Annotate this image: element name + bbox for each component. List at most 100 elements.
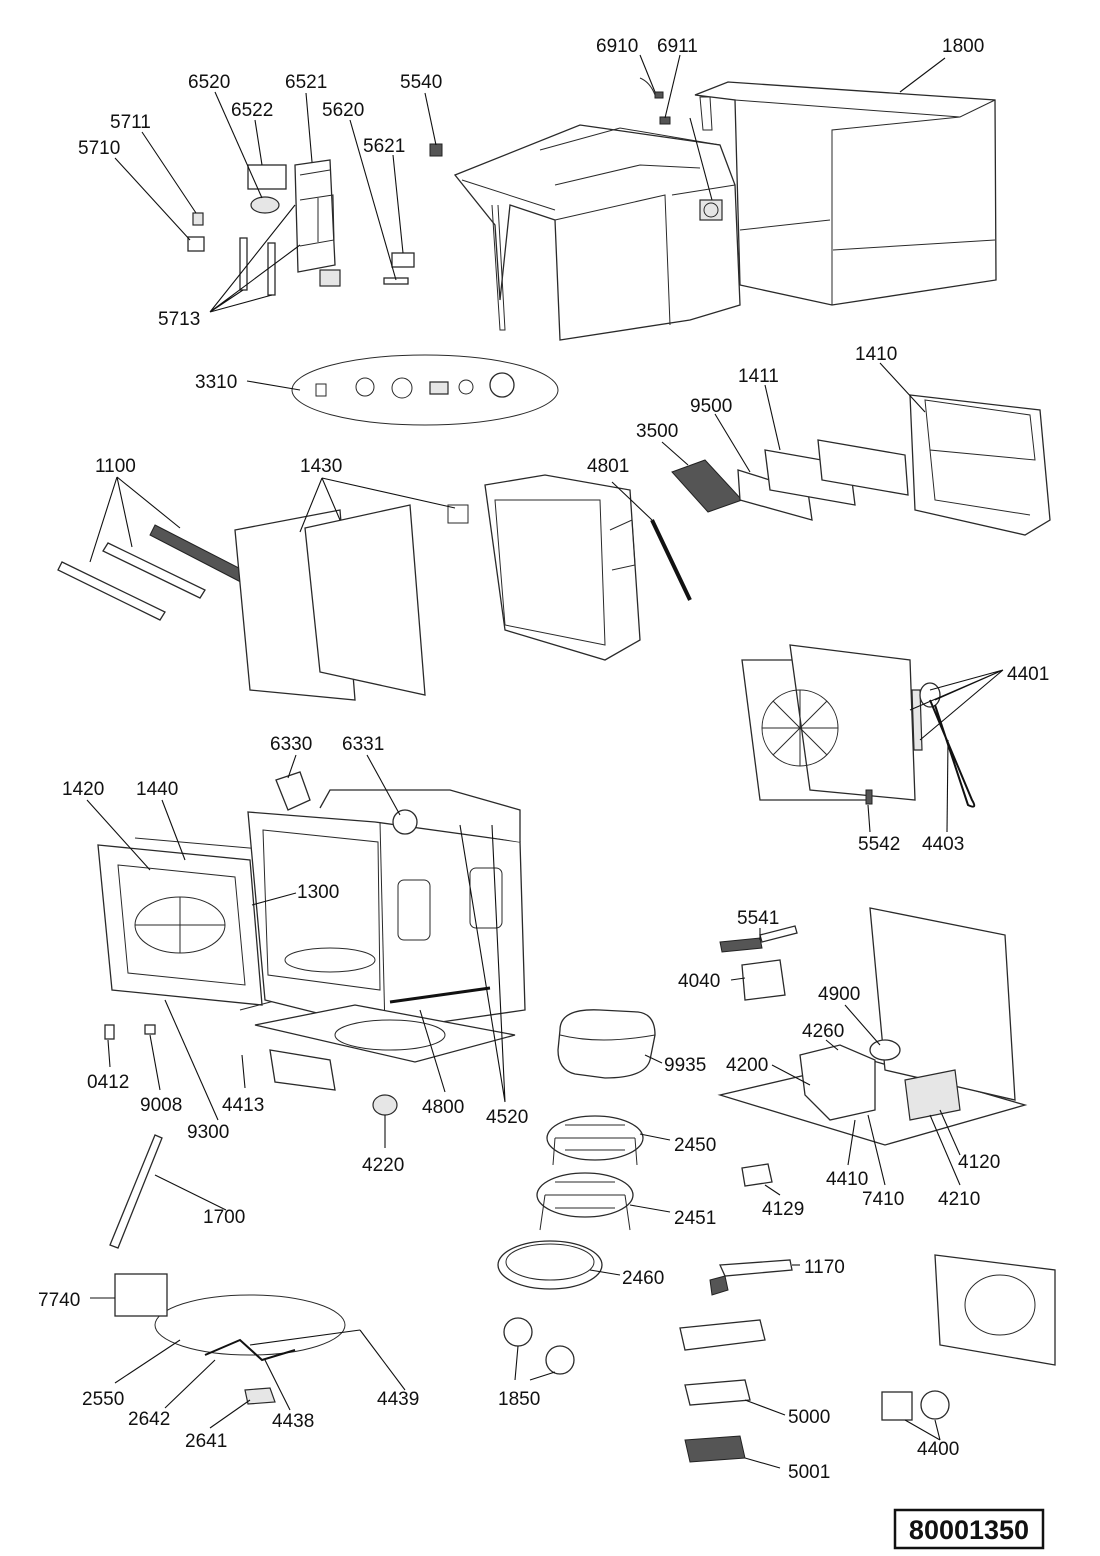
belt-4403 xyxy=(929,699,976,808)
diagram-code: 80001350 xyxy=(909,1515,1029,1545)
label-2550: 2550 xyxy=(82,1389,124,1410)
label-4040: 4040 xyxy=(678,971,720,992)
ferrite-4129 xyxy=(741,1163,773,1187)
label-1850: 1850 xyxy=(498,1389,540,1410)
label-5001: 5001 xyxy=(788,1462,830,1483)
magnetron-6520-6522 xyxy=(247,164,287,214)
label-4260: 4260 xyxy=(802,1021,844,1042)
label-5620: 5620 xyxy=(322,100,364,121)
label-1100: 1100 xyxy=(95,456,136,477)
label-1420: 1420 xyxy=(62,779,104,800)
rear-panel xyxy=(934,1254,1056,1366)
label-3310: 3310 xyxy=(195,372,237,393)
label-6520: 6520 xyxy=(188,72,230,93)
label-3500: 3500 xyxy=(636,421,678,442)
handle-1170 xyxy=(709,1259,793,1296)
filter-1411 xyxy=(764,439,909,506)
label-5713: 5713 xyxy=(158,309,200,330)
motor-4220 xyxy=(372,1094,398,1116)
pin-5620 xyxy=(383,277,409,285)
label-4220: 4220 xyxy=(362,1155,404,1176)
label-4801: 4801 xyxy=(587,456,629,477)
label-5000: 5000 xyxy=(788,1407,830,1428)
pcb-3500 xyxy=(671,459,743,513)
crisp-pan-9935 xyxy=(557,1009,656,1079)
label-5541: 5541 xyxy=(737,908,779,929)
label-7410: 7410 xyxy=(862,1189,904,1210)
knob-kit-3310 xyxy=(291,354,559,426)
switch-5541 xyxy=(719,925,798,953)
label-1170: 1170 xyxy=(804,1257,845,1278)
label-5711: 5711 xyxy=(110,112,151,133)
sensor-5540 xyxy=(429,143,443,157)
housing-1410 xyxy=(909,394,1051,536)
label-5621: 5621 xyxy=(363,136,405,157)
label-5542: 5542 xyxy=(858,834,900,855)
transformer-4040 xyxy=(741,959,786,1001)
label-1700: 1700 xyxy=(203,1207,245,1228)
label-4410: 4410 xyxy=(826,1169,868,1190)
parts-0412-9008 xyxy=(104,1024,156,1040)
label-1430: 1430 xyxy=(300,456,342,477)
label-6911: 6911 xyxy=(657,36,698,57)
label-1440: 1440 xyxy=(136,779,178,800)
front-frame-1430 xyxy=(484,474,641,661)
label-4401: 4401 xyxy=(1007,664,1049,685)
label-7740: 7740 xyxy=(38,1290,80,1311)
bracket-5621 xyxy=(391,252,415,268)
label-2642: 2642 xyxy=(128,1409,170,1430)
label-4403: 4403 xyxy=(922,834,964,855)
label-4800: 4800 xyxy=(422,1097,464,1118)
rail-1700 xyxy=(109,1134,163,1249)
wire-2642-4438 xyxy=(204,1338,296,1405)
label-9500: 9500 xyxy=(690,396,732,417)
label-4900: 4900 xyxy=(818,984,860,1005)
label-4520: 4520 xyxy=(486,1107,528,1128)
label-4129: 4129 xyxy=(762,1199,804,1220)
label-4413: 4413 xyxy=(222,1095,264,1116)
label-6910: 6910 xyxy=(596,36,638,57)
switch-6910 xyxy=(639,77,664,99)
tray-2460 xyxy=(497,1240,603,1290)
sensor-6331 xyxy=(392,809,418,835)
cavity-assembly xyxy=(247,789,526,1031)
base-assembly xyxy=(717,907,1028,1146)
ring-2550 xyxy=(114,1273,361,1356)
label-9008: 9008 xyxy=(140,1095,182,1116)
pcb-5000 xyxy=(684,1379,751,1406)
rack-2450 xyxy=(546,1115,644,1166)
pcb-5001 xyxy=(684,1435,746,1463)
bracket-6521 xyxy=(294,159,341,287)
label-9300: 9300 xyxy=(187,1122,229,1143)
feet-1850 xyxy=(503,1317,575,1375)
motor-4400 xyxy=(881,1390,950,1421)
fan-assembly-4401 xyxy=(741,644,941,801)
switch-5542 xyxy=(865,789,873,805)
label-6330: 6330 xyxy=(270,734,312,755)
part-labels: 6910 6911 1800 6520 6521 5540 6522 5620 … xyxy=(38,36,1049,1483)
label-5540: 5540 xyxy=(400,72,442,93)
rack-2451 xyxy=(536,1172,634,1231)
label-6521: 6521 xyxy=(285,72,327,93)
label-1411: 1411 xyxy=(738,366,779,387)
label-4439: 4439 xyxy=(377,1389,419,1410)
label-1300: 1300 xyxy=(297,882,339,903)
label-4400: 4400 xyxy=(917,1439,959,1460)
label-2460: 2460 xyxy=(622,1268,664,1289)
label-2450: 2450 xyxy=(674,1135,716,1156)
label-4210: 4210 xyxy=(938,1189,980,1210)
switch-5710 xyxy=(187,212,205,252)
base-plate-4800 xyxy=(254,1004,516,1063)
decor-strips-1100 xyxy=(57,524,269,621)
diagram-code-box: 80001350 xyxy=(893,1508,1045,1550)
label-5710: 5710 xyxy=(78,138,120,159)
label-2641: 2641 xyxy=(185,1431,227,1452)
leader-lines xyxy=(86,54,1004,1469)
door-1420 xyxy=(97,844,263,1006)
label-0412: 0412 xyxy=(87,1072,129,1093)
grid-panel xyxy=(679,1319,766,1351)
label-4200: 4200 xyxy=(726,1055,768,1076)
inner-chassis-assembly xyxy=(453,124,741,341)
label-2451: 2451 xyxy=(674,1208,716,1229)
